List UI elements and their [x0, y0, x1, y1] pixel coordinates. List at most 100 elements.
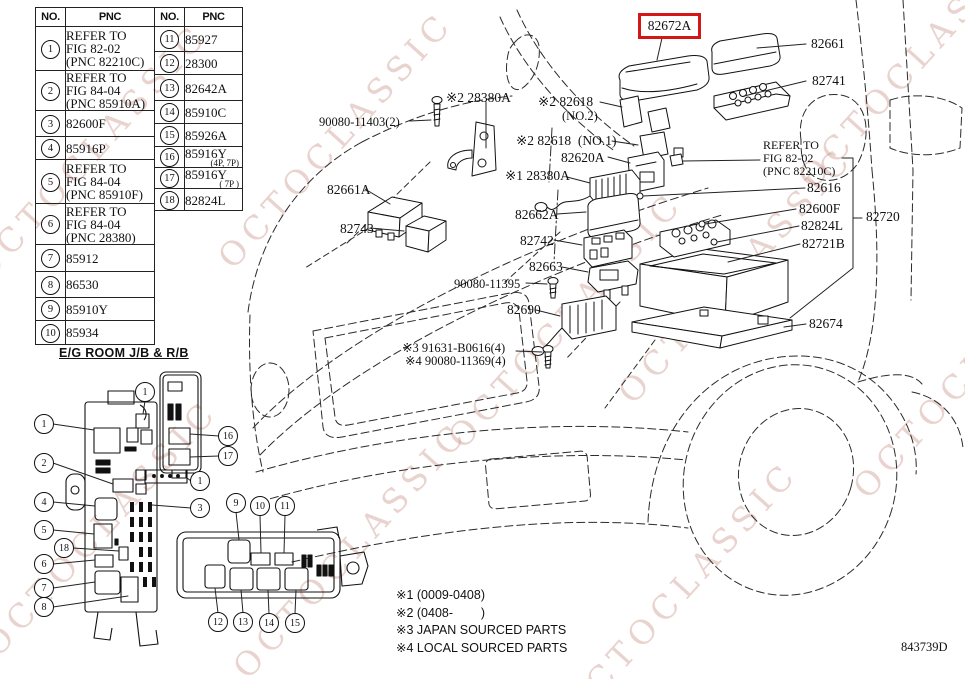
table-row: 11 85927: [154, 26, 243, 52]
callout-circle: 6: [34, 554, 54, 574]
vehicle-outline: [247, 0, 964, 596]
callout-circle: 17: [218, 446, 238, 466]
part-label-82618-no2: ※2 82618: [538, 94, 594, 109]
part-label-91631-B0616: ※3 91631-B0616(4): [402, 341, 506, 355]
part-label-82741: 82741: [812, 73, 846, 88]
pnc-value: REFER TO FIG 82-02 (PNC 82210C): [65, 26, 155, 71]
row-number: 10: [41, 323, 60, 343]
part-label-82616: 82616: [807, 180, 841, 195]
part-label-82600F: 82600F: [799, 201, 841, 216]
pnc-value: REFER TO FIG 84-04 (PNC 85910F): [65, 159, 155, 204]
row-number: 13: [160, 78, 179, 98]
part-label-82824L: 82824L: [801, 218, 843, 233]
row-number: 18: [160, 190, 179, 210]
callout-circle: 2: [34, 453, 54, 473]
row-number: 3: [41, 114, 60, 134]
part-label-82720: 82720: [866, 209, 900, 224]
part-label-refer-fig-82-02: REFER TO FIG 82-02 (PNC 82210C): [763, 138, 836, 178]
highlighted-part-82672A[interactable]: 82672A: [638, 13, 701, 39]
callout-circle: 13: [233, 612, 253, 632]
pnc-value: 85926A: [184, 123, 243, 147]
part-label-82618-no1: ※2 82618 (NO.1): [516, 133, 617, 148]
row-number: 16: [160, 148, 179, 167]
row-number: 14: [160, 103, 179, 122]
callout-circle: 7: [34, 578, 54, 598]
footnotes: ※1 (0009-0408) ※2 (0408- ) ※3 JAPAN SOUR…: [396, 588, 568, 655]
col-header-no: NO.: [154, 7, 185, 27]
pnc-value: 85916P: [65, 136, 155, 160]
pnc-value: 85910Y: [65, 297, 155, 321]
inset-title: E/G ROOM J/B & R/B: [59, 346, 189, 360]
pnc-value: 85910C: [184, 100, 243, 124]
part-label-82674: 82674: [809, 316, 843, 331]
row-number: 11: [160, 30, 179, 49]
table-row: 7 85912: [35, 244, 155, 272]
col-header-pnc: PNC: [65, 7, 155, 27]
part-label-82742: 82742: [520, 233, 554, 248]
pnc-value: REFER TO FIG 84-04 (PNC 28380): [65, 203, 155, 245]
row-number: 2: [41, 81, 60, 101]
callout-circle: 18: [54, 538, 74, 558]
table-row: 6 REFER TO FIG 84-04 (PNC 28380): [35, 203, 155, 245]
row-number: 17: [160, 169, 179, 188]
part-label-28380A-1: ※1 28380A: [505, 168, 570, 183]
callout-circle: 12: [208, 612, 228, 632]
col-header-no: NO.: [35, 7, 66, 27]
callout-circle: 1: [34, 414, 54, 434]
callout-circle: 14: [259, 613, 279, 633]
callout-circle: 9: [226, 493, 246, 513]
callout-circle: 1: [190, 471, 210, 491]
inset-fuse-bars: [130, 502, 156, 587]
pnc-value: 82824L: [184, 188, 243, 211]
part-label-90080-11395: 90080-11395: [454, 277, 521, 291]
pnc-value: 85912: [65, 244, 155, 272]
callout-circle: 16: [218, 426, 238, 446]
table-row: 9 85910Y: [35, 297, 155, 321]
drawing-code: 843739D: [901, 640, 948, 654]
table-row: 14 85910C: [154, 100, 243, 124]
part-label-82620A: 82620A: [561, 150, 605, 165]
part-label-82618-no2-sub: (NO.2): [562, 109, 598, 123]
part-label-82661: 82661: [811, 36, 845, 51]
callout-circle: 5: [34, 520, 54, 540]
part-label-82721B: 82721B: [802, 236, 845, 251]
pnc-value: REFER TO FIG 84-04 (PNC 85910A): [65, 70, 155, 111]
pnc-value: 82600F: [65, 110, 155, 137]
part-label-90080-11369: ※4 90080-11369(4): [405, 354, 506, 368]
component-parts: [367, 33, 793, 369]
part-label-82690: 82690: [507, 302, 541, 317]
part-label-82663: 82663: [529, 259, 563, 274]
row-number: 4: [41, 139, 60, 158]
part-label-82743: 82743: [340, 221, 374, 236]
part-label-28380A-2: ※2 28380A: [446, 90, 511, 105]
callout-circle: 3: [190, 498, 210, 518]
pnc-value: 82642A: [184, 74, 243, 101]
part-label-82661A: 82661A: [327, 182, 371, 197]
pnc-value: 85927: [184, 26, 243, 52]
leader-lines: [364, 37, 863, 353]
row-number: 9: [41, 300, 60, 319]
pnc-value: 28300: [184, 51, 243, 75]
part-label-82662A: 82662A: [515, 207, 559, 222]
row-number: 6: [41, 215, 60, 234]
row-number: 1: [41, 39, 60, 59]
pnc-value: 86530: [65, 271, 155, 298]
part-label-90080-11403: 90080-11403(2): [319, 115, 400, 129]
pnc-value: 85934: [65, 320, 155, 345]
row-number: 7: [41, 249, 60, 268]
